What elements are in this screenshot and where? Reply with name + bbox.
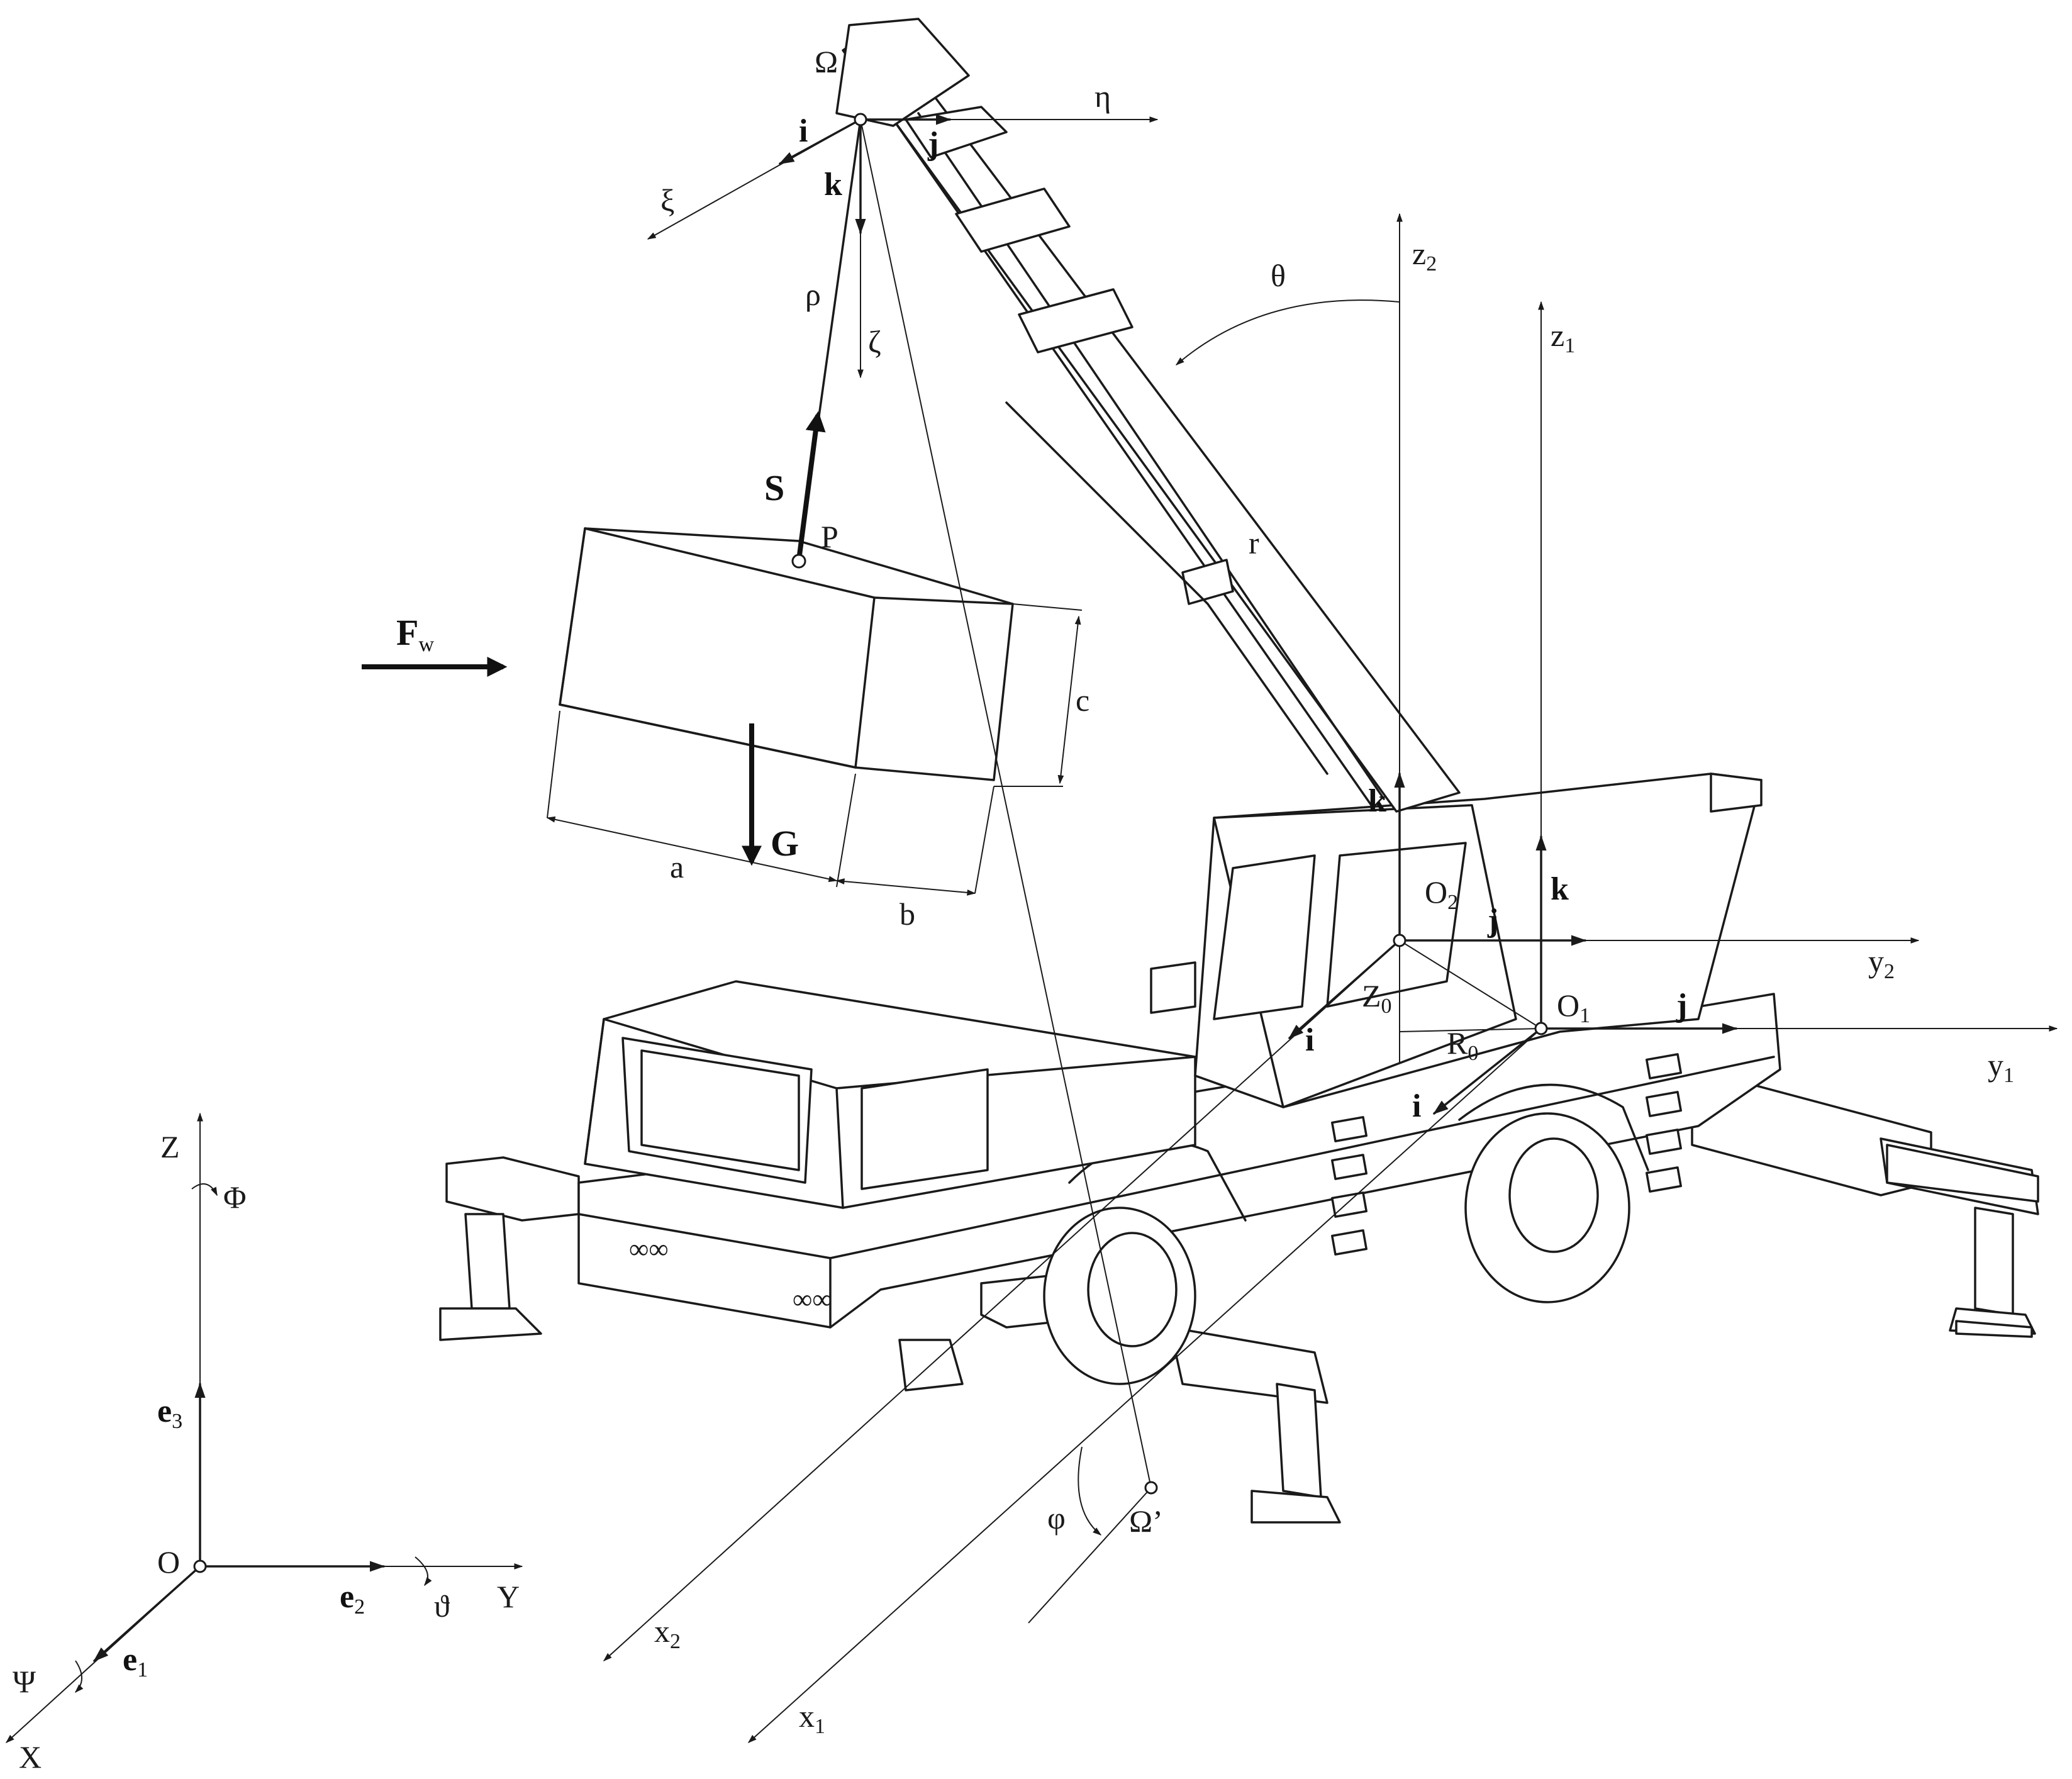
point-Omega — [854, 113, 867, 126]
label-j-o1: j — [1676, 988, 1687, 1023]
label-R0: R0 — [1447, 1025, 1478, 1065]
global-frame — [5, 1112, 523, 1743]
label-P: P — [821, 519, 838, 554]
label-k-hook: k — [824, 167, 842, 203]
load-box — [546, 527, 1083, 896]
crane-body: ∞∞ ∞∞ — [439, 18, 2039, 1524]
label-e3: e3 — [157, 1393, 182, 1433]
label-O1: O1 — [1557, 988, 1590, 1027]
label-x1: x1 — [799, 1698, 825, 1738]
label-theta: θ — [1271, 258, 1286, 293]
point-O — [193, 1559, 207, 1573]
label-vartheta: ϑ — [434, 1588, 450, 1624]
label-Z: Z — [160, 1129, 180, 1164]
label-e2: e2 — [340, 1579, 365, 1619]
hook-frame — [647, 113, 1159, 379]
label-eta: η — [1094, 79, 1111, 114]
rear-outrigger — [1691, 1081, 2039, 1338]
label-Psi: Ψ — [13, 1664, 36, 1699]
label-r: r — [1249, 525, 1259, 560]
label-G: G — [771, 823, 799, 864]
label-rho: ρ — [805, 277, 821, 312]
label-i-o1: i — [1412, 1088, 1421, 1124]
label-S: S — [764, 467, 784, 508]
force-vectors — [362, 411, 826, 866]
label-phi: φ — [1047, 1500, 1066, 1536]
label-y1: y1 — [1988, 1047, 2014, 1087]
label-z2: z2 — [1412, 236, 1437, 276]
label-k-o1: k — [1551, 871, 1569, 907]
label-e1: e1 — [123, 1642, 148, 1681]
label-Fw: Fw — [396, 612, 434, 656]
force-S-arrow — [796, 411, 826, 560]
label-Omega: Ω — [815, 44, 838, 79]
label-j-hook: j — [927, 126, 939, 162]
label-y2: y2 — [1868, 944, 1895, 983]
label-O: O — [157, 1544, 180, 1580]
label-z1: z1 — [1551, 318, 1575, 357]
label-a: a — [670, 849, 684, 884]
label-i-hook: i — [799, 113, 808, 149]
label-Phi: Φ — [223, 1179, 247, 1215]
frame-1 — [747, 301, 2058, 1743]
crane-boom — [835, 18, 1461, 813]
label-k-cab: k — [1368, 783, 1386, 819]
point-Omega-prime — [1144, 1481, 1158, 1495]
label-O2: O2 — [1425, 874, 1458, 914]
cab-mark-2: ∞∞ — [793, 1284, 832, 1315]
label-j-o2: j — [1487, 903, 1498, 939]
label-X: X — [19, 1739, 42, 1775]
label-c: c — [1076, 683, 1089, 718]
cab-mark-1: ∞∞ — [629, 1234, 669, 1264]
label-x2: x2 — [654, 1614, 681, 1653]
vertical-projection-line — [860, 119, 1152, 1488]
label-zeta: ζ — [868, 324, 881, 359]
ground-line — [1028, 1487, 1152, 1624]
point-O2 — [1393, 934, 1406, 947]
label-b: b — [900, 896, 915, 932]
label-xi: ξ — [660, 182, 674, 218]
point-O1 — [1534, 1022, 1548, 1035]
label-Y: Y — [497, 1579, 520, 1614]
driver-cab: ∞∞ ∞∞ — [584, 980, 1196, 1315]
label-i-o2: i — [1305, 1022, 1314, 1058]
point-P — [791, 554, 806, 569]
frame-2 — [603, 213, 1920, 1661]
label-Omega-prime: Ω’ — [1129, 1503, 1163, 1539]
labels: Ω i j k η ξ ζ ρ S P Fw G a b c θ r z2 z1… — [13, 44, 2014, 1775]
label-Z0: Z0 — [1362, 978, 1392, 1018]
